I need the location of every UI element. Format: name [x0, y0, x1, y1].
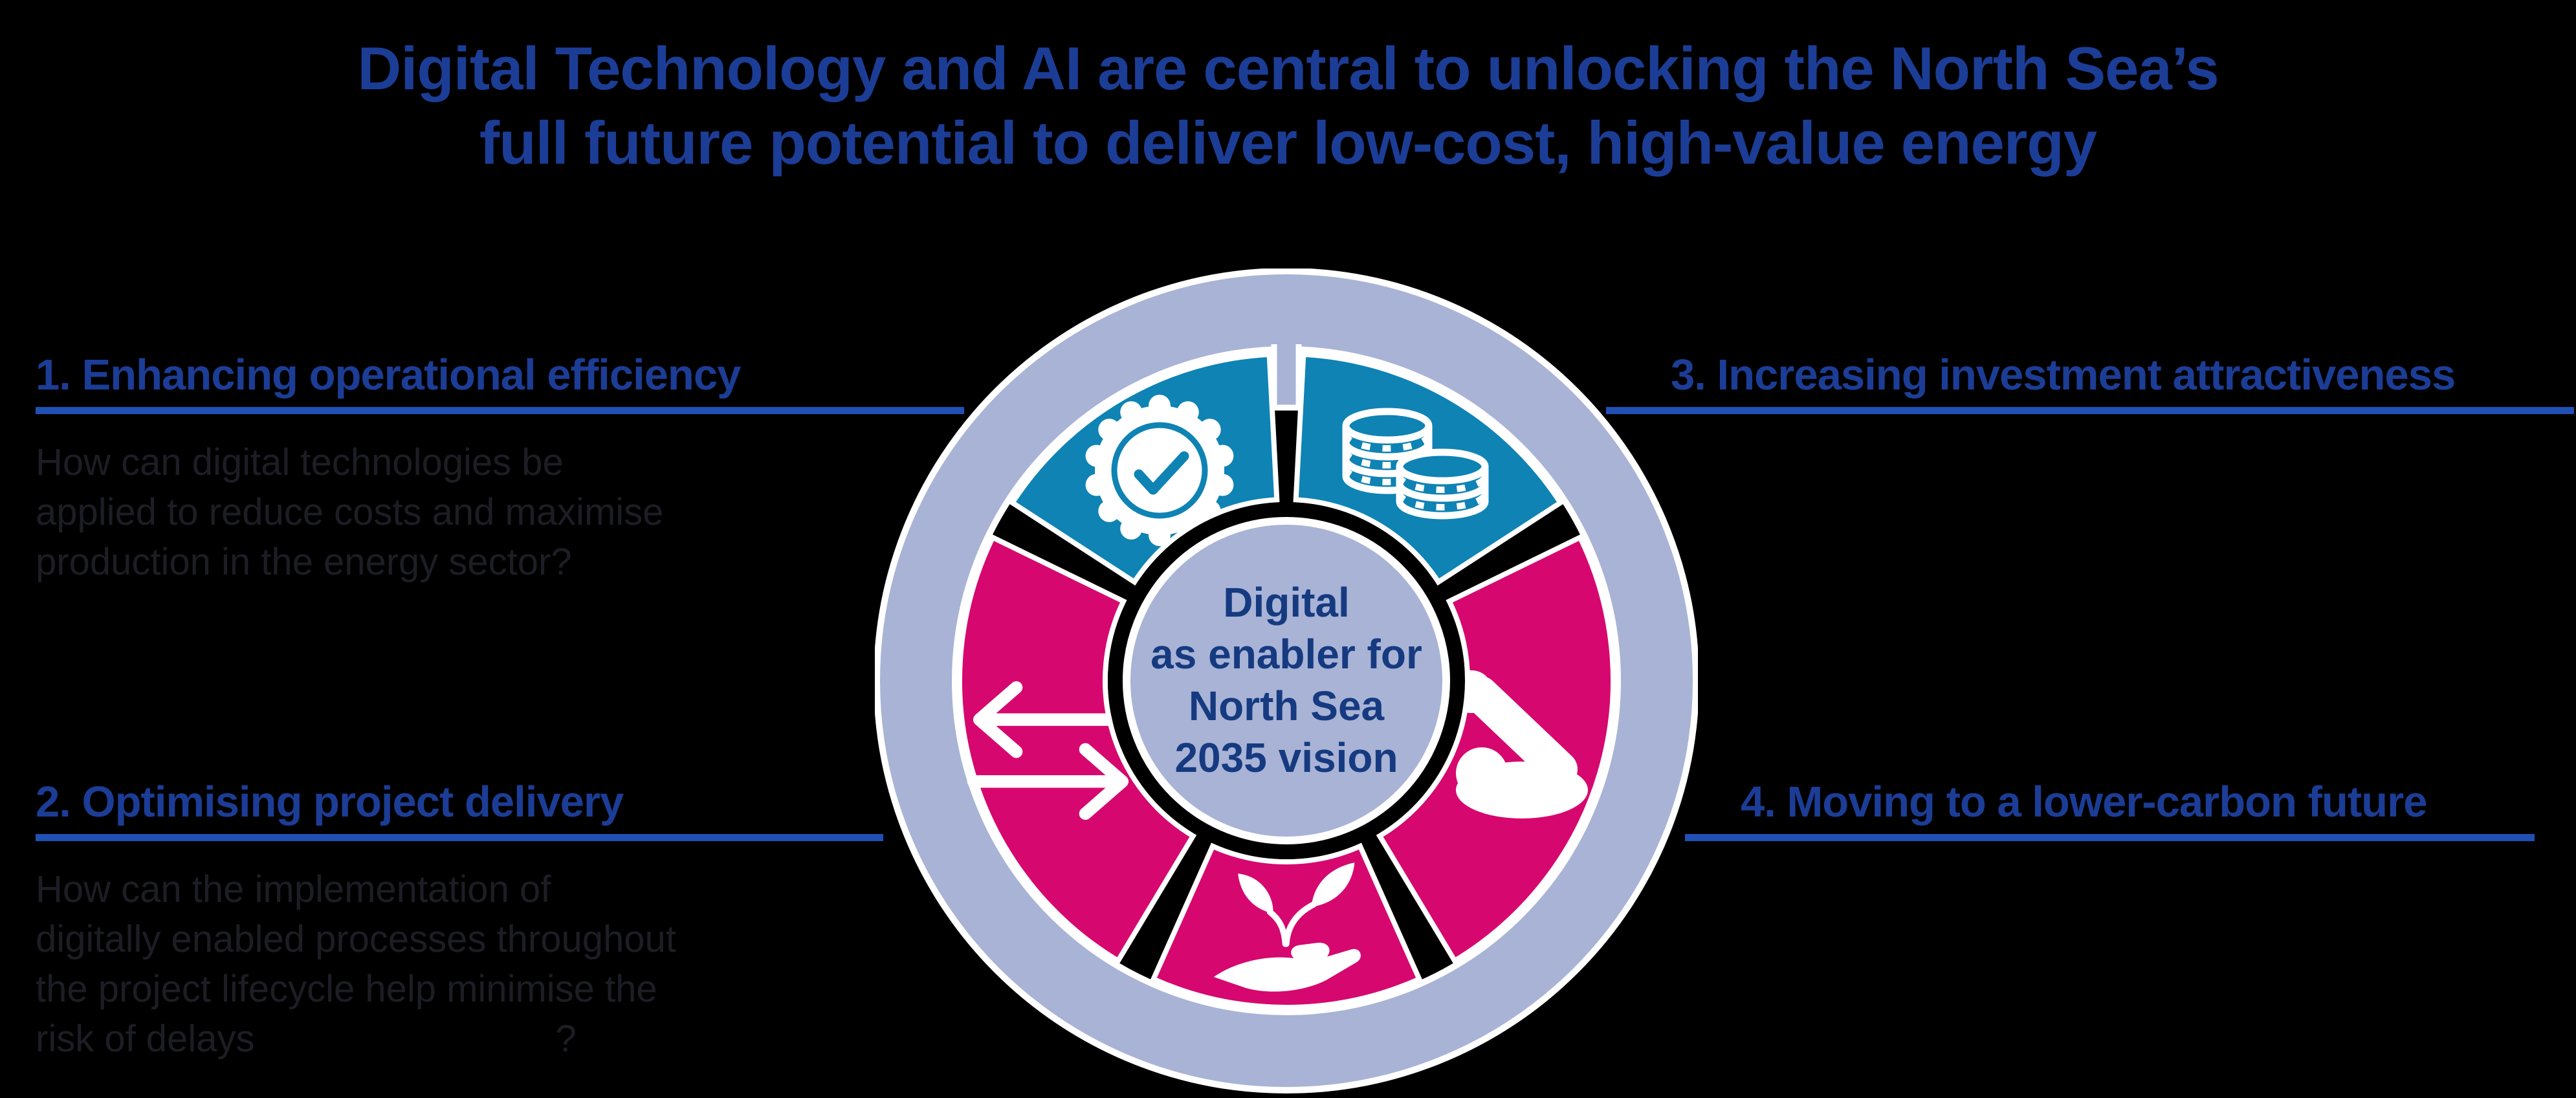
underline-q4 — [1685, 834, 2535, 841]
flexed-arm-icon — [1450, 670, 1588, 818]
underline-q3 — [1606, 407, 2574, 414]
para-line: How can digital technologies be — [36, 441, 564, 483]
badge-check-icon — [1085, 395, 1234, 546]
page-title: Digital Technology and AI are central to… — [0, 31, 2576, 180]
underline-q1 — [36, 407, 964, 414]
para-line: applied to reduce costs and maximise — [36, 491, 664, 533]
para-line-with-gap: risk of delays? — [36, 1014, 676, 1064]
paragraph-q2: How can the implementation of digitally … — [36, 864, 676, 1064]
center-label-line-1: Digital — [1223, 579, 1350, 626]
heading-moving-to-lower-carbon-future: 4. Moving to a lower-carbon future — [1741, 778, 2427, 826]
paragraph-q1: How can digital technologies be applied … — [36, 437, 663, 587]
para-line-question-mark: ? — [555, 1018, 577, 1060]
heading-optimising-project-delivery: 2. Optimising project delivery — [36, 778, 624, 826]
center-label-line-2: as enabler for — [1150, 631, 1422, 677]
para-line: production in the energy sector? — [36, 541, 572, 583]
page-title-line-1: Digital Technology and AI are central to… — [357, 34, 2219, 102]
wheel-top-tab — [1271, 344, 1302, 411]
underline-q2 — [36, 834, 883, 841]
segment-lower-carbon — [1150, 842, 1423, 1010]
digital-enabler-wheel: Digital as enabler for North Sea 2035 vi… — [875, 269, 1698, 1093]
heading-increasing-investment-attractiveness: 3. Increasing investment attractiveness — [1671, 351, 2456, 399]
center-label-line-3: North Sea — [1189, 683, 1385, 729]
transfer-arrows-icon — [967, 681, 1135, 820]
para-line: the project lifecycle help minimise the — [36, 968, 657, 1010]
center-label-line-4: 2035 vision — [1174, 734, 1398, 781]
page-title-line-2: full future potential to deliver low-cos… — [479, 109, 2097, 177]
seedling-hand-icon — [1213, 862, 1361, 992]
para-line: digitally enabled processes throughout — [36, 918, 676, 960]
para-line-left: risk of delays — [36, 1018, 255, 1060]
coins-icon — [1342, 408, 1489, 520]
heading-enhancing-operational-efficiency: 1. Enhancing operational efficiency — [36, 351, 741, 399]
para-line: How can the implementation of — [36, 868, 551, 910]
wheel-center-circle — [1123, 517, 1450, 844]
segment-project-delivery — [957, 534, 1197, 965]
